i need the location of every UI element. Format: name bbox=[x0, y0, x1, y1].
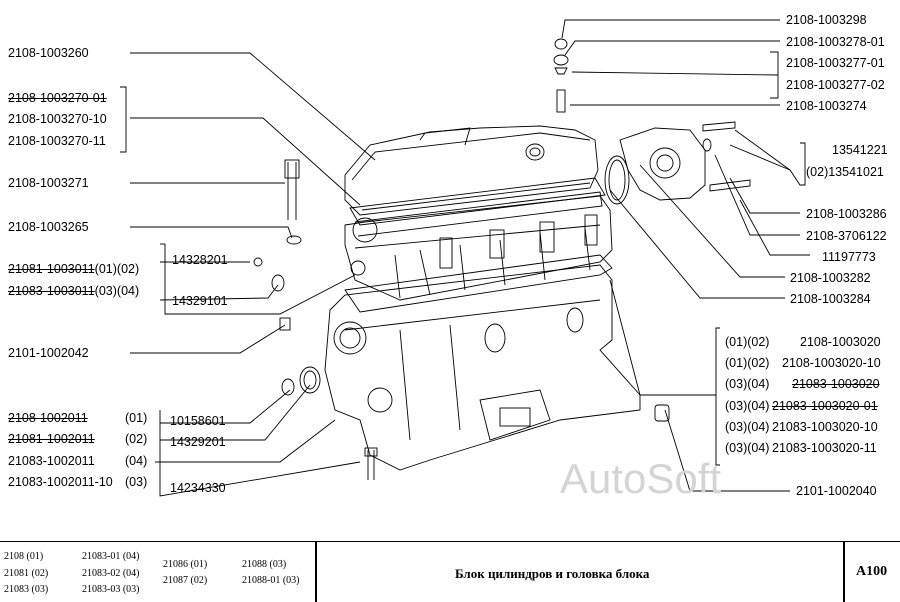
model-21087: 21087 (02) bbox=[163, 575, 208, 586]
label-2108-1003260: 2108-1003260 bbox=[8, 46, 89, 60]
footer-divider-right bbox=[843, 542, 845, 602]
model-21081: 21081 (02) bbox=[4, 568, 49, 579]
label-row6-variants: (03)(04) bbox=[725, 441, 770, 455]
model-21083-03: 21083-03 (03) bbox=[82, 584, 140, 595]
label-2108-1003284: 2108-1003284 bbox=[790, 292, 871, 306]
label-21083-1003020-11: 21083-1003020-11 bbox=[772, 441, 877, 455]
label-2101-1002042: 2101-1002042 bbox=[8, 346, 89, 360]
model-21083: 21083 (03) bbox=[4, 584, 49, 595]
model-21083-01: 21083-01 (04) bbox=[82, 551, 140, 562]
label-2108-1002011-variant: (01) bbox=[125, 411, 148, 425]
label-2108-1003277-01: 2108-1003277-01 bbox=[786, 56, 885, 70]
label-2108-3706122: 2108-3706122 bbox=[806, 229, 887, 243]
label-2108-1003270-10: 2108-1003270-10 bbox=[8, 112, 107, 126]
label-14234330: 14234330 bbox=[170, 481, 226, 495]
label-row2-variants: (01)(02) bbox=[725, 356, 770, 370]
model-2108: 2108 (01) bbox=[4, 551, 44, 562]
label-21083-1003011-part: 21083-1003011 bbox=[8, 284, 95, 298]
label-2108-1003278-01: 2108-1003278-01 bbox=[786, 35, 885, 49]
page-code: A100 bbox=[856, 564, 888, 579]
engine-drawing bbox=[120, 19, 810, 497]
model-21086: 21086 (01) bbox=[163, 559, 208, 570]
label-2108-1003020-10: 2108-1003020-10 bbox=[782, 356, 881, 370]
label-2108-1003282: 2108-1003282 bbox=[790, 271, 871, 285]
label-2108-1003274: 2108-1003274 bbox=[786, 99, 867, 113]
label-21081-1002011: 21081-1002011 bbox=[8, 432, 95, 446]
label-21081-1002011-variant: (02) bbox=[125, 432, 148, 446]
label-11197773: 11197773 bbox=[822, 250, 876, 264]
label-02-13541021: (02)13541021 bbox=[806, 165, 884, 179]
label-21083-1002011-10-variant: (03) bbox=[125, 475, 148, 489]
label-2108-1003277-02: 2108-1003277-02 bbox=[786, 78, 885, 92]
label-21083-1003020: 21083-1003020 bbox=[792, 377, 880, 391]
label-row5-variants: (03)(04) bbox=[725, 420, 770, 434]
label-21083-1003011-variants: (03)(04) bbox=[94, 284, 140, 298]
footer: 2108 (01) 21081 (02) 21083 (03) 21083-01… bbox=[0, 541, 900, 602]
model-21083-02: 21083-02 (04) bbox=[82, 568, 140, 579]
label-2108-1003271: 2108-1003271 bbox=[8, 176, 89, 190]
label-2108-1003270-11: 2108-1003270-11 bbox=[8, 134, 106, 148]
label-21083-1003020-01: 21083-1003020-01 bbox=[772, 399, 878, 413]
label-14329201: 14329201 bbox=[170, 435, 226, 449]
label-row4-variants: (03)(04) bbox=[725, 399, 770, 413]
label-21081-1003011-variants: (01)(02) bbox=[94, 262, 140, 276]
label-2108-1003020: 2108-1003020 bbox=[800, 335, 881, 349]
label-2108-1003298: 2108-1003298 bbox=[786, 13, 867, 27]
label-21083-1002011: 21083-1002011 bbox=[8, 454, 95, 468]
label-2108-1002011: 2108-1002011 bbox=[8, 411, 88, 425]
footer-divider-left bbox=[315, 542, 317, 602]
label-21083-1002011-10: 21083-1002011-10 bbox=[8, 475, 113, 489]
label-row3-variants: (03)(04) bbox=[725, 377, 770, 391]
label-2101-1002040: 2101-1002040 bbox=[796, 484, 877, 498]
label-2108-1003265: 2108-1003265 bbox=[8, 220, 89, 234]
label-21081-1003011-part: 21081-1003011 bbox=[8, 262, 95, 276]
watermark: AutoSoft bbox=[560, 455, 722, 502]
label-2108-1003286: 2108-1003286 bbox=[806, 207, 887, 221]
label-row1-variants: (01)(02) bbox=[725, 335, 770, 349]
label-21083-1002011-variant: (04) bbox=[125, 454, 148, 468]
label-10158601: 10158601 bbox=[170, 414, 226, 428]
label-21081-1003011: 21081-1003011(01)(02) bbox=[8, 262, 139, 276]
model-21088-01: 21088-01 (03) bbox=[242, 575, 300, 586]
label-14329101: 14329101 bbox=[172, 294, 228, 308]
label-21083-1003011: 21083-1003011(03)(04) bbox=[8, 284, 139, 298]
label-2108-1003270-01: 2108-1003270-01 bbox=[8, 91, 107, 105]
label-14328201: 14328201 bbox=[172, 253, 228, 267]
label-21083-1003020-10: 21083-1003020-10 bbox=[772, 420, 878, 434]
model-21088: 21088 (03) bbox=[242, 559, 287, 570]
page-title: Блок цилиндров и головка блока bbox=[455, 566, 650, 581]
label-13541221: 13541221 bbox=[832, 143, 888, 157]
